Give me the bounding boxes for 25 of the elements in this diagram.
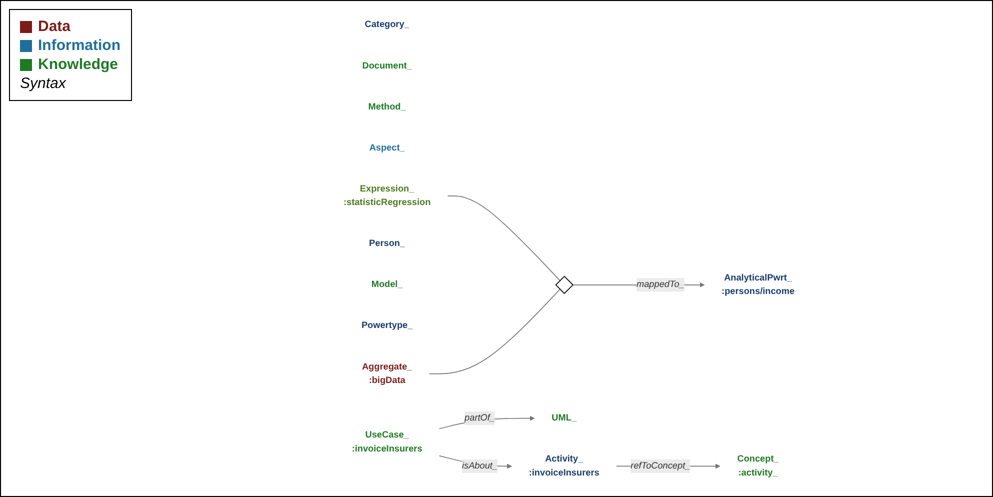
legend-label: Knowledge: [38, 56, 118, 73]
legend-label: Information: [38, 37, 120, 54]
node-text: UML_: [552, 413, 577, 423]
node-text: Aspect_: [369, 142, 405, 153]
connector: [447, 196, 560, 281]
edge-label: isAbout_: [462, 461, 498, 471]
connector: [428, 288, 560, 374]
node-text: Concept_ :activity_: [737, 454, 779, 478]
node-diamond: [555, 276, 574, 294]
node-text: Activity_ :invoiceInsurers: [528, 454, 600, 478]
node-text: Person_: [369, 238, 406, 248]
legend-label: Data: [38, 18, 71, 35]
node-text: AnalyticalPwrt_ :persons/income: [722, 272, 795, 296]
node-text: Document_: [362, 60, 412, 71]
node-text: Method_: [368, 102, 406, 112]
legend-label: Syntax: [20, 75, 66, 92]
node-text: Expression_ :statisticRegression: [343, 184, 431, 208]
node-text: Aggregate_ :bigData: [362, 362, 412, 386]
node-text: Model_: [371, 280, 403, 290]
edge-label: partOf_: [464, 413, 495, 423]
node-text: UseCase_ :invoiceInsurers: [352, 430, 422, 454]
edge-label: refToConcept_: [630, 461, 690, 471]
edge-label: mappedTo_: [636, 280, 684, 290]
node-text: Category_: [364, 20, 410, 30]
node-text: Powertype_: [361, 320, 413, 331]
